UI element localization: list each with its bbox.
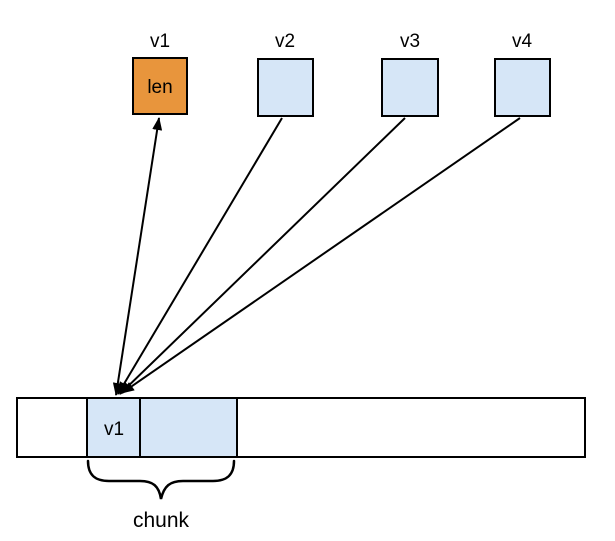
chunk-cell-2 xyxy=(139,397,238,458)
len-label: len xyxy=(147,77,172,98)
pointer-box-v3 xyxy=(381,58,439,117)
pointer-arrow-v3 xyxy=(119,117,406,395)
variable-v1: v1 len xyxy=(132,31,188,115)
memory-bar: v1 xyxy=(16,397,586,458)
len-box xyxy=(132,57,188,115)
variable-v3-label: v3 xyxy=(400,31,420,52)
chunk-annotation: chunk xyxy=(86,459,236,532)
pointer-box-v4 xyxy=(494,58,551,117)
pointer-arrow-v2 xyxy=(117,117,283,395)
chunk-cell-v1 xyxy=(86,397,141,458)
variable-v3: v3 xyxy=(381,31,439,117)
variable-v4-label: v4 xyxy=(512,31,533,52)
chunk-label: chunk xyxy=(133,509,190,532)
variable-v1-label: v1 xyxy=(150,31,170,52)
chunk-cell-v1-label: v1 xyxy=(104,419,124,440)
pointer-arrow-v4 xyxy=(121,117,521,394)
pointer-box-v2 xyxy=(257,58,314,117)
variable-v2: v2 xyxy=(257,31,314,117)
variable-v2-label: v2 xyxy=(275,31,295,52)
variable-v4: v4 xyxy=(494,31,551,117)
pointer-arrow-v1 xyxy=(112,117,163,396)
pointer-arrows xyxy=(112,117,521,396)
chunk-brace xyxy=(86,459,236,500)
